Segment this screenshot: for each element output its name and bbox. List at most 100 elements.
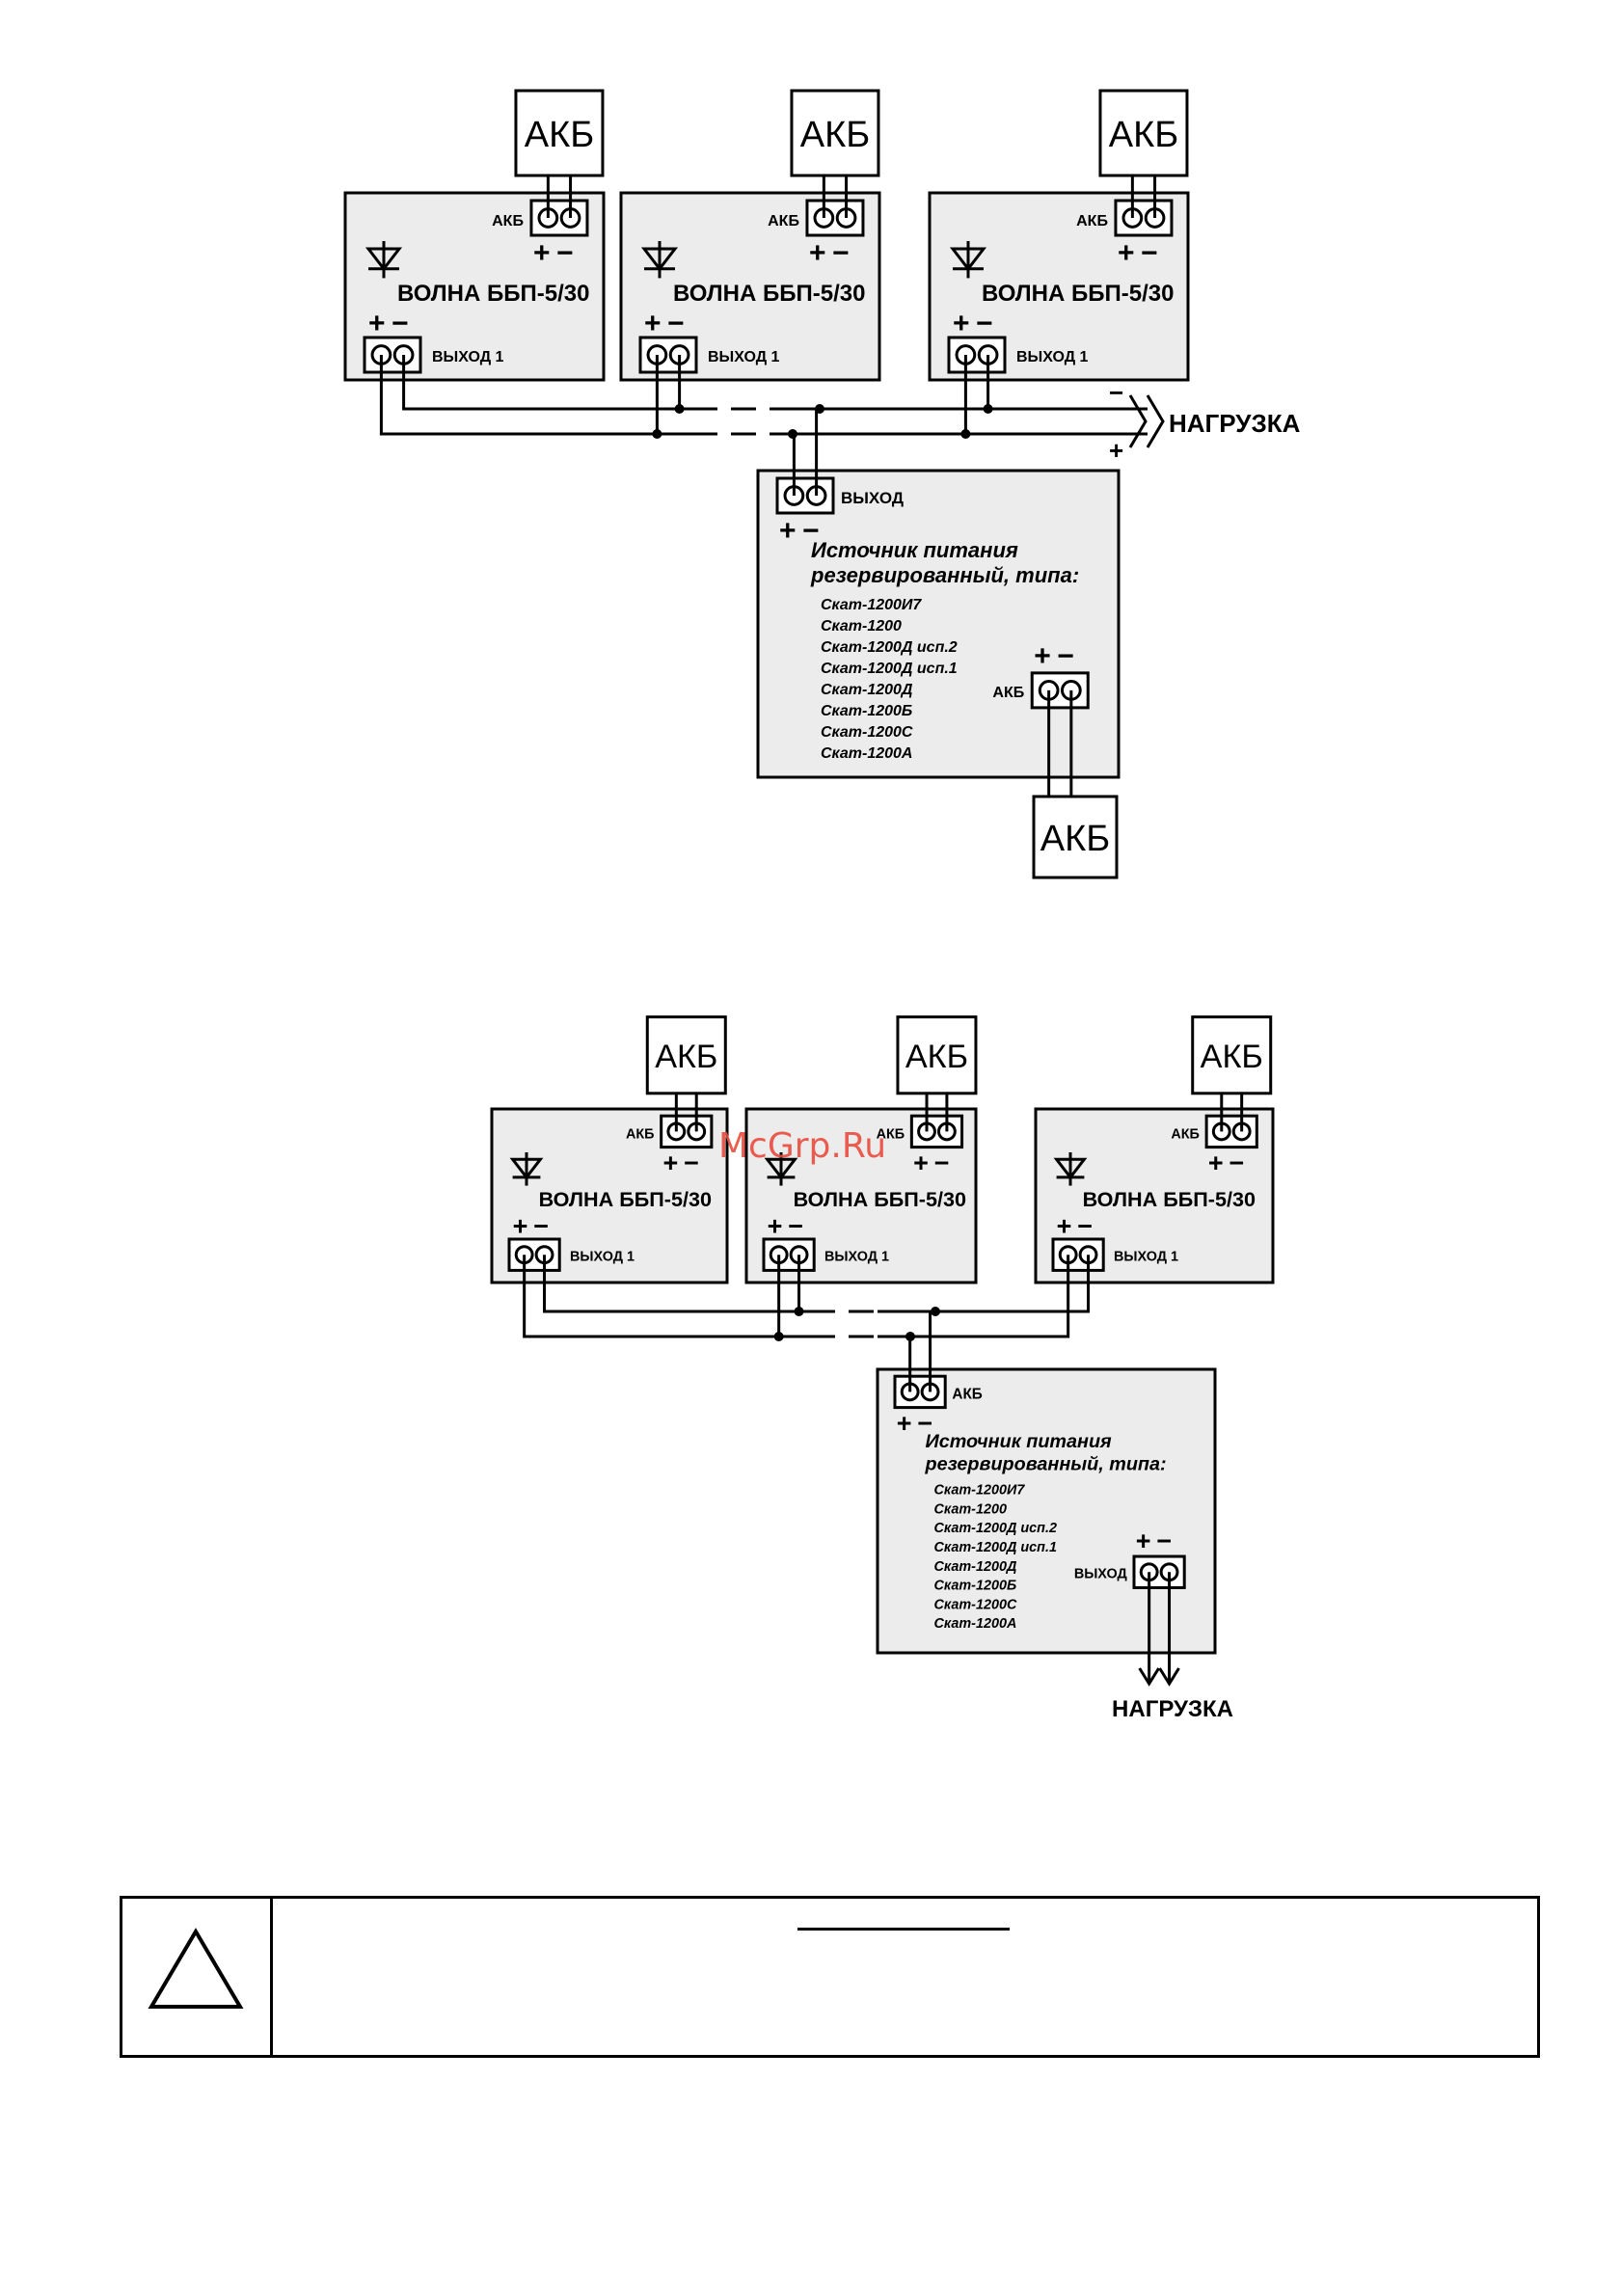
d1-ups-3-akb-terminal	[1114, 199, 1174, 237]
d1-ups-3-out-polarity-minus: −	[976, 308, 993, 339]
d2-ups-3-akb-polarity-minus: −	[1229, 1148, 1245, 1177]
d1-ups-1-battery-box	[514, 89, 605, 177]
d2-ups-1-out-polarity-plus: +	[513, 1212, 528, 1241]
d1-load-arrow	[1146, 394, 1165, 448]
d2-source-top-polarity-plus: +	[897, 1409, 912, 1438]
d1-ups-2-battery-box	[790, 89, 880, 177]
d2-junction-dot	[931, 1307, 940, 1316]
d1-load-label: НАГРУЗКА	[1169, 409, 1301, 438]
d2-source-title-1: Источник питания	[926, 1431, 1113, 1452]
d2-source-model: Скат-1200Д исп.1	[934, 1540, 1057, 1555]
d1-ups-3-output-terminal	[947, 336, 1007, 374]
d1-source-model: Скат-1200Б	[821, 703, 912, 719]
d1-ups-1-output-label: ВЫХОД 1	[432, 349, 504, 365]
d2-source-top-polarity-minus: −	[917, 1409, 932, 1438]
warning-triangle-icon	[148, 1928, 244, 2009]
d2-bus-minus-left	[543, 1255, 810, 1313]
d1-load-plus: +	[1109, 436, 1123, 465]
d1-ups-3-battery-label: АКБ	[1109, 115, 1178, 155]
d2-source-model: Скат-1200И7	[934, 1483, 1026, 1499]
d1-ups-2-akb-polarity-minus: −	[832, 237, 850, 269]
d2-source-bottom-polarity-minus: −	[1156, 1526, 1172, 1555]
d1-load-arrow-2	[1128, 394, 1148, 448]
d2-ups-1-output-terminal	[507, 1237, 561, 1272]
d2-ups-2-battery-box	[896, 1015, 978, 1095]
d1-source-model: Скат-1200	[821, 618, 902, 635]
d2-ups-3-akb-polarity-plus: +	[1208, 1148, 1224, 1177]
d2-source-model: Скат-1200	[934, 1501, 1007, 1517]
d1-source-top-terminal	[775, 476, 835, 515]
d1-source-bottom-polarity-minus: −	[1057, 640, 1074, 672]
d1-ups-2-output-label: ВЫХОД 1	[708, 349, 780, 365]
d2-source-bottom-polarity-plus: +	[1136, 1526, 1151, 1555]
d1-ups-1-output-terminal	[363, 336, 422, 374]
d1-ups-1-battery-label: АКБ	[525, 115, 594, 155]
d1-ups-3-diode-icon	[949, 241, 987, 279]
d2-ups-2-name: ВОЛНА ББП-5/30	[794, 1187, 966, 1211]
d1-junction-dot	[983, 404, 993, 414]
d1-ups-2-diode-icon	[640, 241, 679, 279]
d1-source-battery-label: АКБ	[1040, 819, 1110, 859]
d1-source-bottom-label: АКБ	[992, 685, 1024, 701]
d1-source-model: Скат-1200И7	[821, 597, 922, 613]
d2-source-top-terminal	[893, 1374, 947, 1410]
d2-bus-plus-right	[878, 1255, 1070, 1338]
d1-ups-2-battery-label: АКБ	[800, 115, 870, 155]
d2-ups-1-output-label: ВЫХОД 1	[570, 1250, 635, 1265]
d2-ups-2-output-label: ВЫХОД 1	[824, 1250, 889, 1265]
d1-source-top-polarity-plus: +	[779, 515, 797, 547]
d2-ups-2-out-polarity-minus: −	[788, 1212, 803, 1241]
d2-ups-3-diode-icon	[1053, 1152, 1088, 1186]
d1-junction-dot	[674, 404, 685, 414]
d2-ups-3-battery-box	[1191, 1015, 1273, 1095]
d1-source-title-2: резервированный, типа:	[810, 563, 1079, 587]
d2-source-model: Скат-1200Д	[934, 1559, 1017, 1575]
d2-ups-2-output-terminal	[762, 1237, 816, 1272]
d2-ups-2-battery-label: АКБ	[905, 1039, 968, 1075]
d2-ups-3-out-polarity-minus: −	[1077, 1212, 1093, 1241]
d1-junction-dot	[960, 429, 971, 439]
d1-ups-1-out-polarity-minus: −	[392, 308, 409, 339]
d2-ups-1-battery-box	[645, 1015, 727, 1095]
d1-source-model: Скат-1200С	[821, 724, 913, 741]
d2-ups-2-akb-terminal	[909, 1114, 964, 1149]
d2-ups-1-battery-label: АКБ	[655, 1039, 717, 1075]
d2-ups-3-output-terminal	[1051, 1237, 1105, 1272]
d2-junction-dot	[794, 1307, 804, 1316]
d1-source-model: Скат-1200А	[821, 745, 912, 762]
d2-source-model: Скат-1200Д исп.2	[934, 1521, 1057, 1536]
d1-ups-1-name: ВОЛНА ББП-5/30	[397, 281, 589, 307]
d2-ups-2-akb-polarity-minus: −	[934, 1148, 950, 1177]
d2-source-model: Скат-1200А	[934, 1616, 1017, 1632]
d1-source-bottom-terminal	[1030, 671, 1090, 710]
watermark: McGrp.Ru	[718, 1126, 886, 1166]
d2-ups-3-battery-label: АКБ	[1201, 1039, 1263, 1075]
d1-source-body	[756, 469, 1121, 779]
d2-ups-1-akb-polarity-plus: +	[662, 1148, 678, 1177]
d2-source-body	[876, 1367, 1217, 1655]
d2-ups-1-out-polarity-minus: −	[533, 1212, 549, 1241]
d1-ups-3-name: ВОЛНА ББП-5/30	[982, 281, 1174, 307]
d2-load-arrow-minus	[1158, 1667, 1180, 1687]
d1-ups-3-akb-label: АКБ	[1076, 213, 1108, 230]
d1-junction-dot	[652, 429, 662, 439]
d1-bus-minus-left	[402, 355, 692, 411]
d2-source-model: Скат-1200Б	[934, 1579, 1017, 1594]
d1-load-minus: −	[1109, 378, 1123, 407]
d1-source-bottom-polarity-plus: +	[1034, 640, 1051, 672]
d1-ups-3-akb-polarity-minus: −	[1141, 237, 1158, 269]
d2-load-label: НАГРУЗКА	[1112, 1696, 1233, 1722]
d1-source-battery-box	[1032, 795, 1119, 879]
d2-source-bottom-label: ВЫХОД	[1074, 1567, 1127, 1582]
d1-ups-3-akb-polarity-plus: +	[1118, 237, 1135, 269]
d2-ups-2-out-polarity-plus: +	[768, 1212, 783, 1241]
d1-ups-2-out-polarity-plus: +	[644, 308, 662, 339]
d1-ups-3-battery-box	[1098, 89, 1189, 177]
d1-ups-1-akb-label: АКБ	[492, 213, 524, 230]
